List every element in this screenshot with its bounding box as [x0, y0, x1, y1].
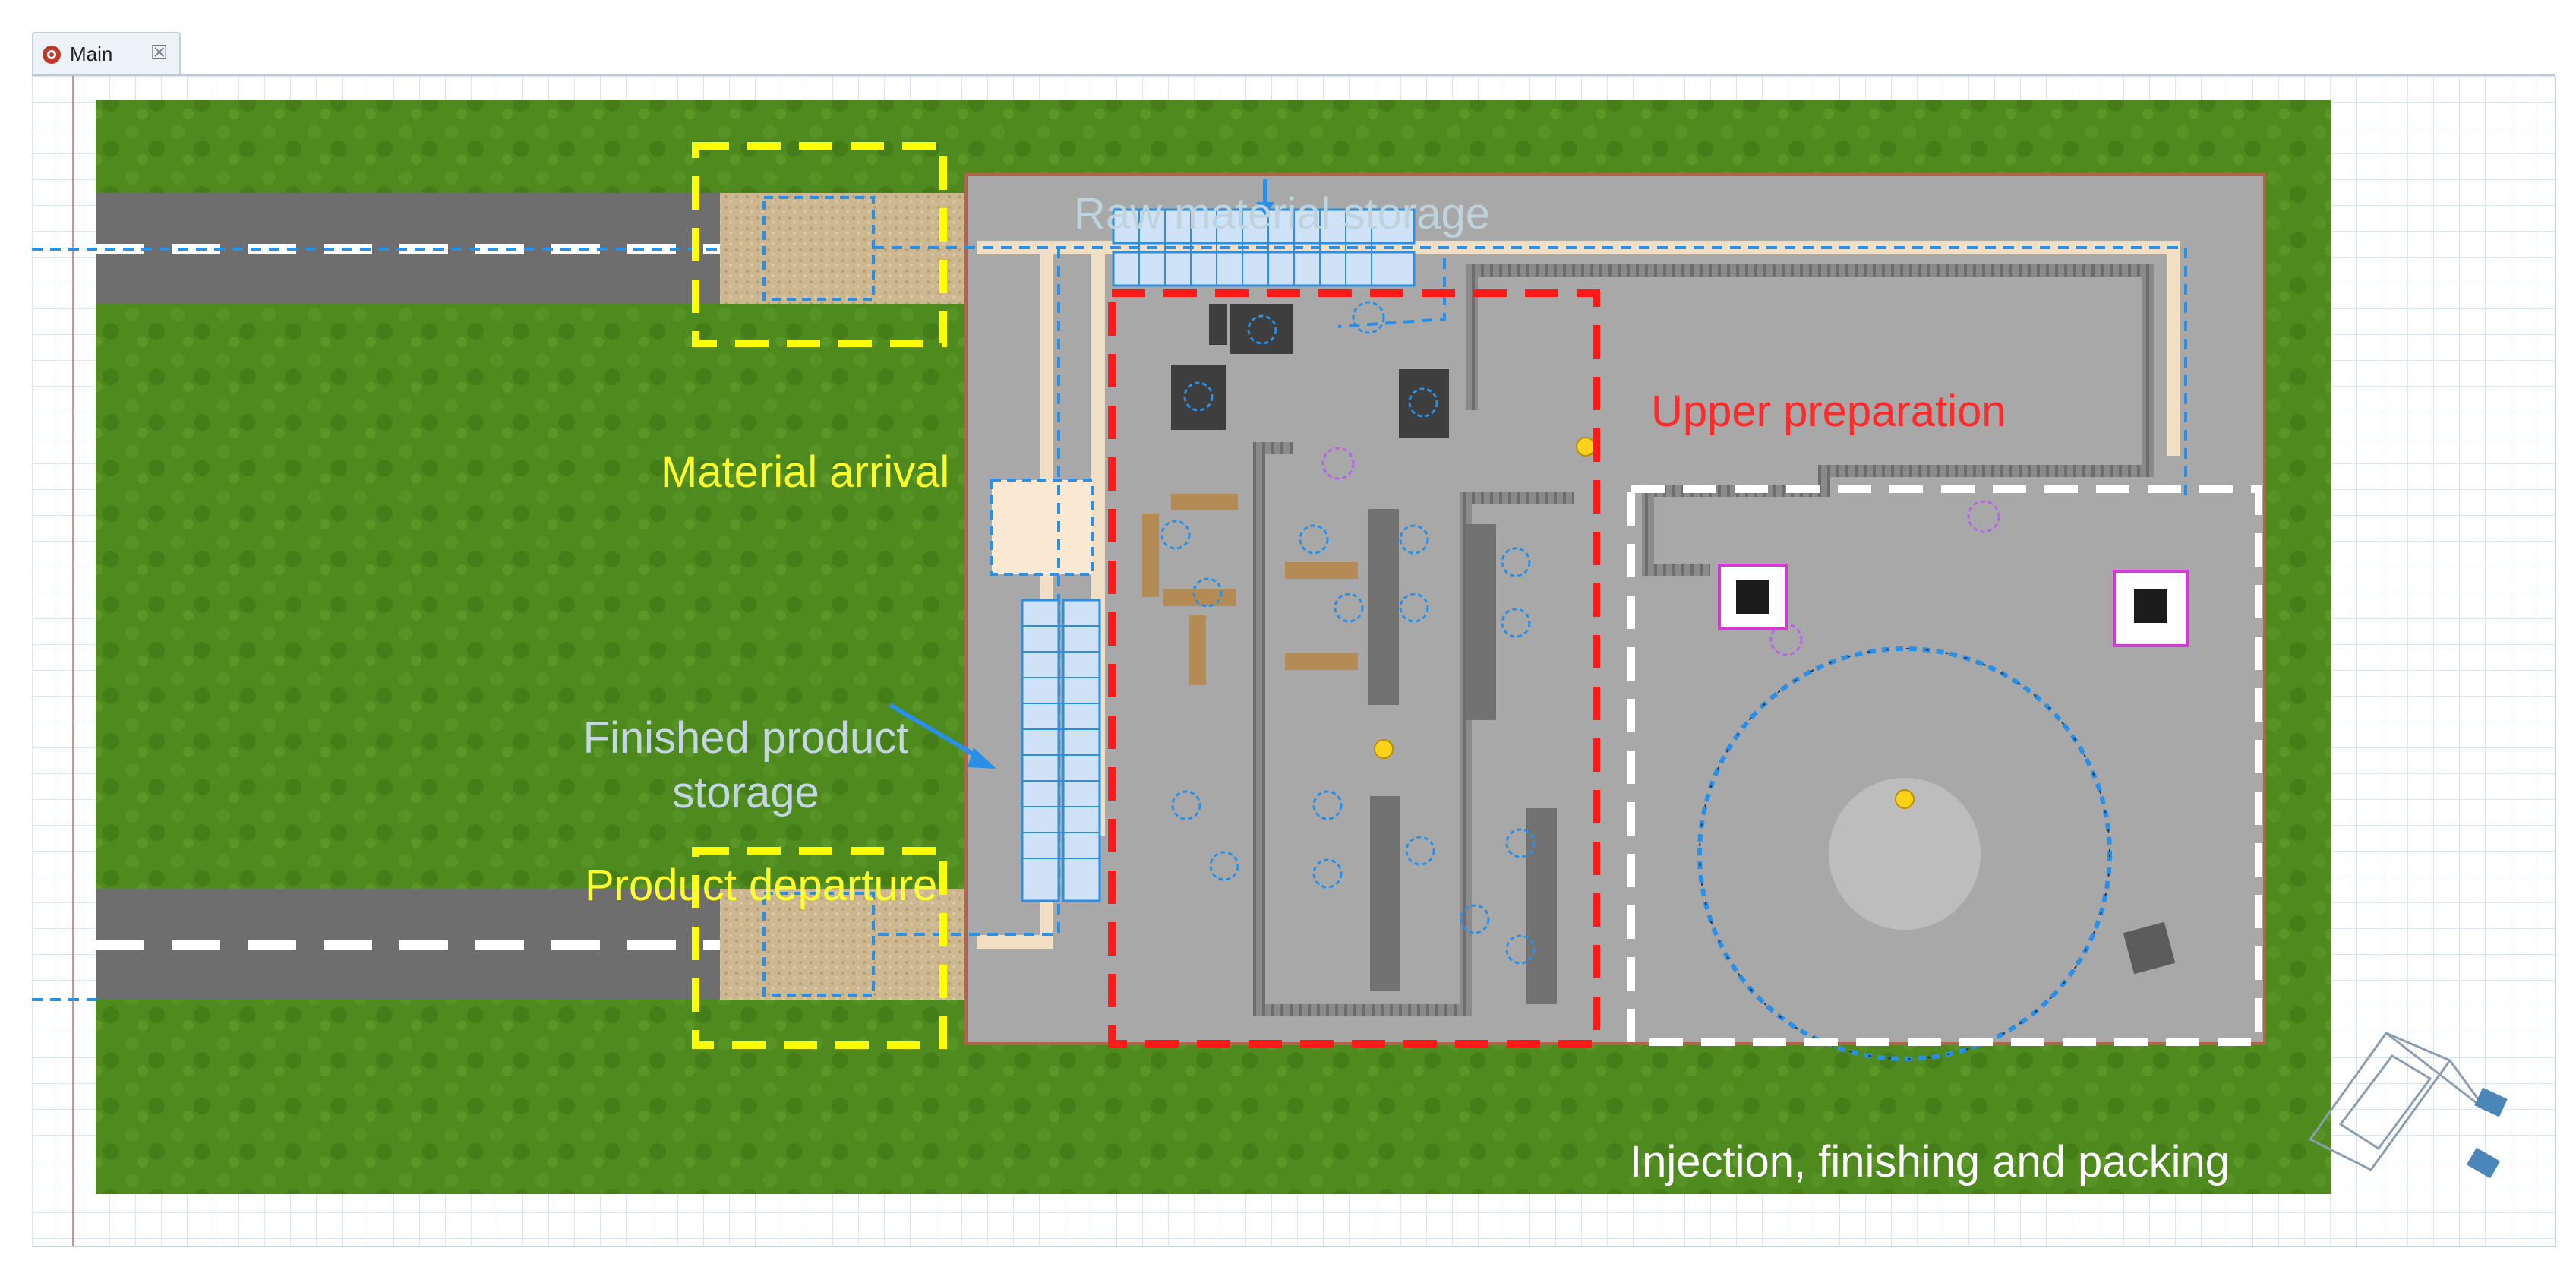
- material-arrival-zone: [692, 142, 947, 347]
- product-departure-zone: [692, 847, 947, 1049]
- raw-material-storage-label: Raw material storage: [1074, 189, 1490, 239]
- finished-storage-arrow: [889, 703, 984, 762]
- factory-layout: [32, 76, 2555, 1246]
- carousel-center: [1829, 778, 1981, 930]
- tab-main[interactable]: Main ☒: [32, 32, 181, 74]
- conveyors: [1253, 264, 2154, 1016]
- close-icon[interactable]: ☒: [150, 41, 169, 64]
- tab-label: Main: [70, 43, 113, 65]
- agent-markers: [1160, 301, 1536, 965]
- raw-material-racks: [1112, 208, 1416, 287]
- model-icon: [41, 44, 62, 65]
- upper-preparation-label: Upper preparation: [1651, 387, 2006, 436]
- work-tables: [1368, 509, 1557, 1004]
- packing-box: [2123, 921, 2176, 975]
- ceiling-lights: [1374, 437, 1915, 809]
- material-arrival-label: Material arrival: [661, 447, 950, 497]
- finished-product-racks: [1021, 599, 1101, 902]
- walkway-hub: [990, 479, 1094, 576]
- model-canvas[interactable]: Raw material storage Upper preparation M…: [32, 76, 2556, 1247]
- prep-machines: [1171, 304, 1449, 438]
- finished-product-storage-label: Finished product storage: [582, 713, 909, 817]
- product-departure-label: Product departure: [585, 861, 938, 910]
- injection-zone: [1627, 485, 2262, 1046]
- raw-material-rack-dividers: [1138, 210, 1372, 286]
- upper-preparation-zone: [1108, 289, 1600, 1048]
- injection-finishing-packing-label: Injection, finishing and packing: [1630, 1137, 2230, 1187]
- factory-floor: [964, 173, 2266, 1045]
- editor-tab-bar: Main ☒: [32, 30, 2555, 76]
- lower-road: [96, 889, 729, 1000]
- network-paths: [32, 246, 2187, 1001]
